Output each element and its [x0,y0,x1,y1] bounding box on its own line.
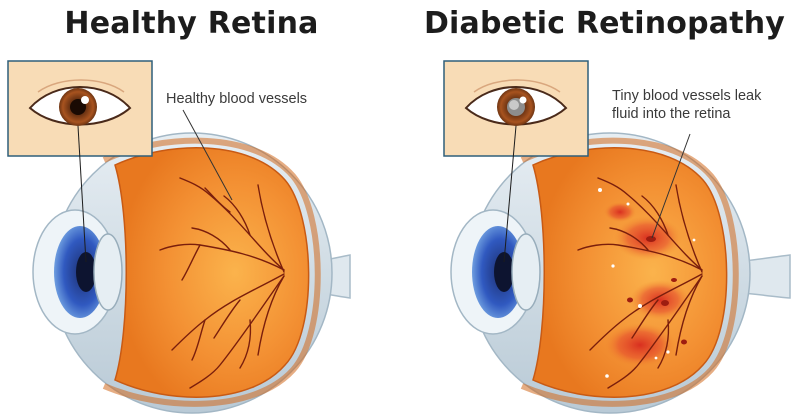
callout-line-1: Tiny blood vessels leak [612,87,802,105]
healthy-retina-title: Healthy Retina [0,6,403,41]
diabetic-retinopathy-title: Diabetic Retinopathy [403,6,806,41]
callout-line-2: fluid into the retina [612,105,802,123]
diabetic-retinopathy-panel: Diabetic Retinopathy [403,0,806,416]
healthy-vessels-callout: Healthy blood vessels [166,90,307,108]
healthy-retina-panel: Healthy Retina [0,0,403,416]
leaking-vessels-callout: Tiny blood vessels leak fluid into the r… [612,87,802,123]
